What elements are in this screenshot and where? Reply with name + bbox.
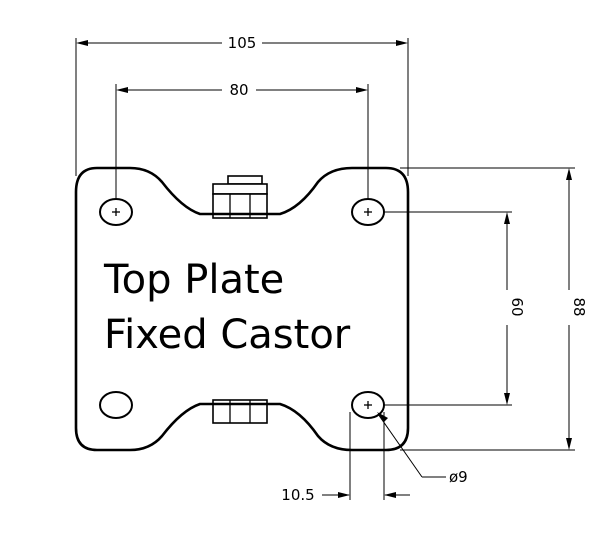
dimension-label-105: 105: [228, 34, 257, 52]
plate-outline: [74, 166, 410, 452]
dimension-plate-width: 105: [75, 34, 409, 176]
top-nut: [212, 175, 268, 219]
dimension-label-88: 88: [570, 297, 588, 316]
dimension-hole-spacing-y: 60: [384, 211, 526, 406]
mounting-hole-top-right: [351, 198, 385, 226]
dimension-edge-offset: 10.5: [281, 412, 410, 504]
dimension-label-80: 80: [229, 81, 248, 99]
bottom-nut: [212, 399, 268, 424]
mounting-hole-top-left: [99, 198, 133, 226]
dimension-hole-spacing-x: 80: [115, 81, 369, 198]
dimension-label-diameter: ø9: [449, 468, 468, 486]
dimension-label-10-5: 10.5: [281, 486, 314, 504]
dimension-plate-length: 88: [400, 167, 588, 451]
dimension-label-60: 60: [508, 297, 526, 316]
mounting-hole-bottom-left: [99, 391, 133, 419]
title-line-1: Top Plate: [103, 257, 284, 303]
dimension-hole-diameter: ø9: [377, 412, 468, 486]
title-line-2: Fixed Castor: [104, 312, 351, 358]
